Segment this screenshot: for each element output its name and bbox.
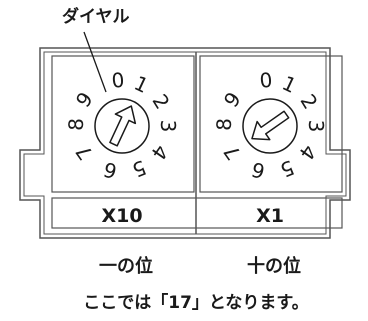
dial-x10-label: X10: [101, 205, 142, 227]
callout-label: ダイヤル: [62, 6, 130, 27]
dial-digit: 8: [64, 118, 88, 132]
setting-note: ここでは「17」となります。: [83, 292, 308, 313]
dial-digit: 6: [101, 157, 120, 183]
dial-x1-label: X1: [256, 205, 284, 227]
dial-digit: 9: [219, 88, 246, 112]
dial-digit: 2: [147, 90, 174, 114]
callout-leader-line: [83, 31, 107, 93]
dial-digit: 8: [212, 118, 236, 132]
dial-digit: 0: [111, 68, 126, 93]
dial-x1-caption: 十の位: [247, 255, 301, 277]
dial-x10-caption: 一の位: [99, 255, 153, 277]
dial-digit: 0: [259, 68, 274, 93]
dial-digit: 3: [156, 120, 180, 133]
dial-digit: 1: [131, 71, 153, 98]
dial-digit: 5: [129, 155, 150, 182]
dial-digit: 4: [294, 140, 321, 164]
dial-digit: 3: [304, 120, 328, 133]
switch-housing: [19, 47, 351, 239]
dial-pointer-arrow-icon: [109, 105, 137, 147]
dial-digit: 4: [146, 140, 173, 164]
dial-digit: 7: [219, 140, 246, 164]
dial-digit: 5: [277, 155, 298, 182]
dial-pointer-arrow-icon: [251, 110, 290, 141]
dial-digit: 1: [279, 71, 301, 98]
dial-digit: 2: [295, 90, 322, 114]
dial-digit: 9: [71, 88, 98, 112]
dial-digit: 6: [249, 157, 268, 183]
dial-digit: 7: [71, 140, 98, 164]
